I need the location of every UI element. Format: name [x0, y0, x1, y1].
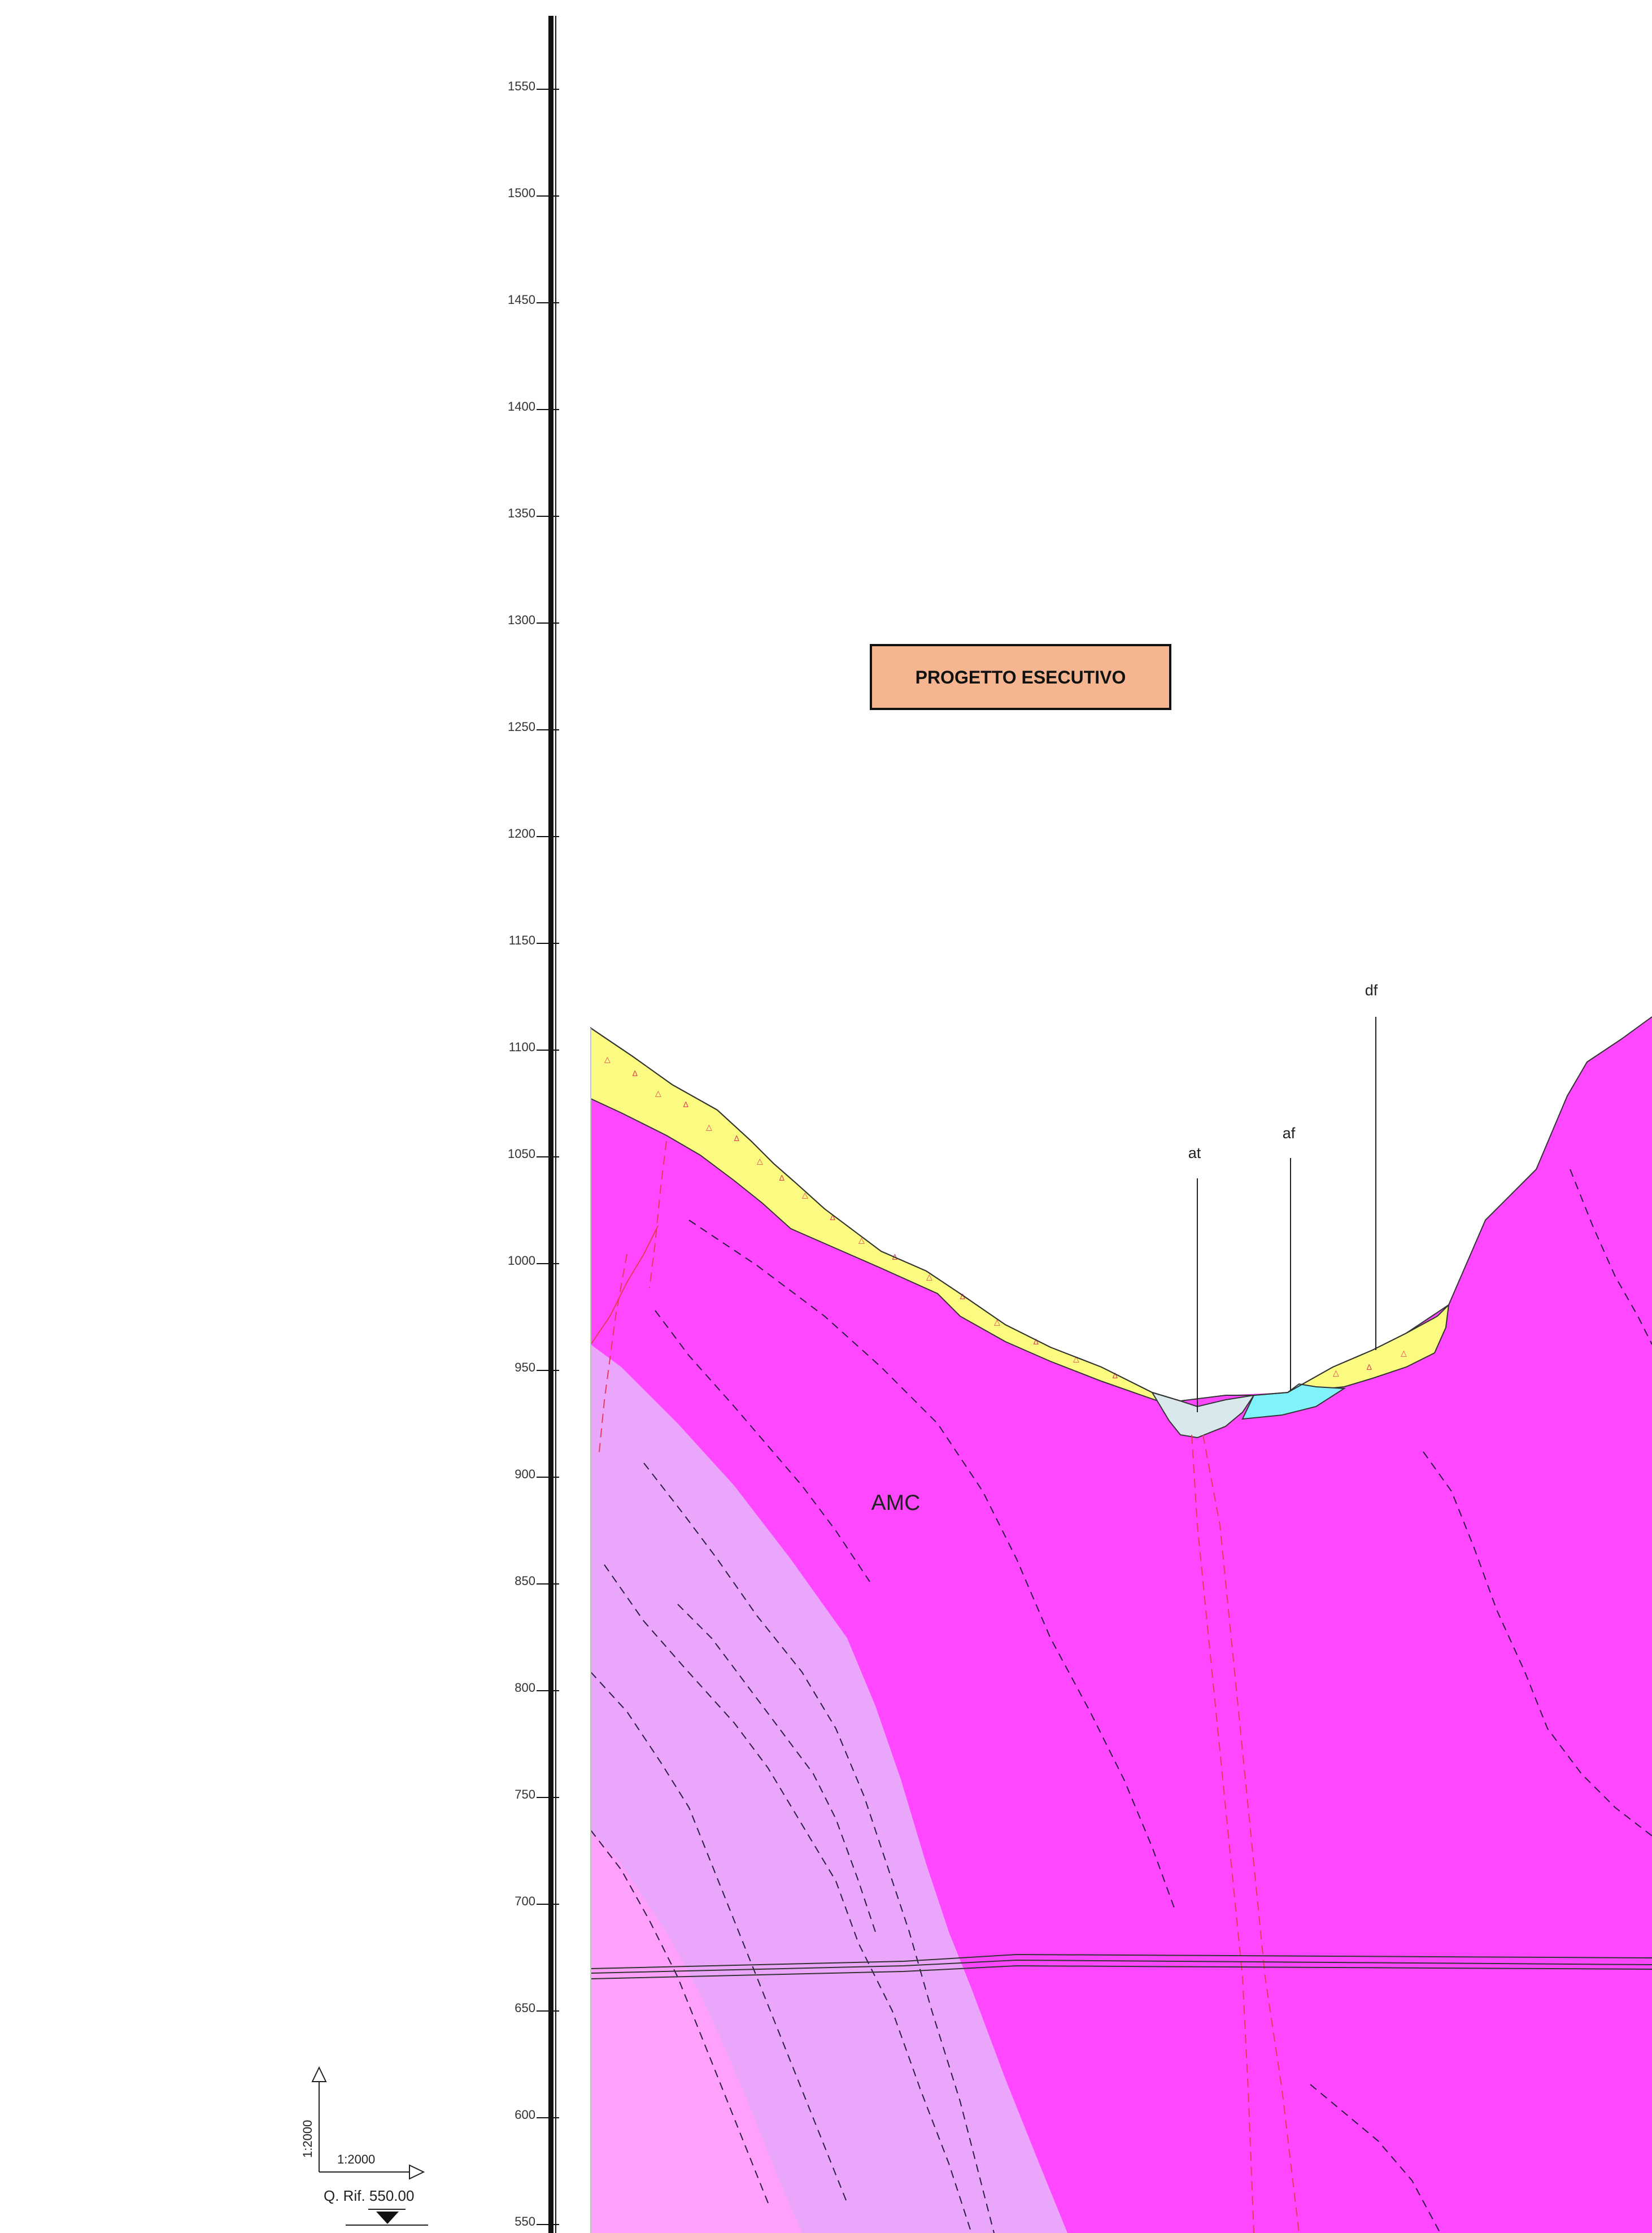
- svg-text:△: △: [802, 1190, 808, 1199]
- scale-vertical-label: 1:2000: [300, 2120, 315, 2158]
- pink-unit: [591, 1830, 802, 2233]
- svg-text:△: △: [1073, 1354, 1079, 1363]
- scale-block: 1:2000 1:2000 Q. Rif. 550.00: [300, 2066, 428, 2226]
- debris-markers: △∆△ ∆△∆ △∆△ ∆△∆ △∆△ ∆△∆ △∆△: [604, 1055, 1407, 1380]
- fault-lines: [598, 1141, 1300, 2233]
- alluvium-cyan: [1241, 1383, 1346, 1420]
- callout-at: at: [1188, 1144, 1201, 1161]
- axis-tick-label: 1200: [508, 826, 535, 841]
- axis-tick-label: 650: [515, 2001, 535, 2015]
- geology-fills: [590, 1017, 1652, 2233]
- svg-text:△: △: [757, 1156, 763, 1165]
- fault-3: [1191, 1434, 1254, 2233]
- svg-text:∆: ∆: [734, 1134, 739, 1143]
- axis-tick-label: 700: [515, 1894, 535, 1908]
- axis-tick-label: 1500: [508, 186, 535, 200]
- svg-text:△: △: [926, 1272, 932, 1281]
- contact-8: [1423, 1451, 1652, 1836]
- fault-1: [649, 1141, 667, 1289]
- svg-text:∆: ∆: [1367, 1363, 1372, 1372]
- contact-2: [655, 1310, 870, 1582]
- axis-tick-label: 1000: [508, 1253, 535, 1268]
- svg-text:△: △: [858, 1235, 865, 1244]
- svg-text:△: △: [1333, 1368, 1339, 1377]
- fault-2: [598, 1253, 627, 1458]
- fault-4: [1202, 1434, 1300, 2233]
- contact-3: [643, 1462, 995, 2233]
- svg-text:∆: ∆: [960, 1292, 965, 1301]
- reference-level-label: Q. Rif. 550.00: [324, 2187, 414, 2204]
- axis-tick-label: 950: [515, 1360, 535, 1374]
- lilac-unit: [591, 1344, 1067, 2233]
- axis-tick-label: 800: [515, 1681, 535, 1695]
- svg-text:△: △: [994, 1317, 1000, 1326]
- tunnel-line-lower: [590, 1965, 1652, 1979]
- axis-tick-label: 550: [515, 2214, 535, 2228]
- callout-df: df: [1365, 982, 1378, 999]
- axis-tick-label: 1150: [509, 933, 535, 947]
- callouts: [1197, 1017, 1376, 1412]
- svg-text:△: △: [604, 1055, 611, 1064]
- svg-text:△: △: [706, 1122, 712, 1131]
- axis-tick-label: 1100: [509, 1040, 535, 1054]
- tunnel-lines: [590, 1953, 1652, 1979]
- svg-text:∆: ∆: [830, 1213, 835, 1222]
- axis-ticks: [537, 89, 559, 2225]
- axis-tick-label: 1550: [508, 79, 535, 93]
- svg-text:∆: ∆: [1034, 1337, 1039, 1346]
- stamp-box: [870, 644, 1171, 710]
- unit-label-amc: AMC: [871, 1491, 921, 1515]
- contact-6: [590, 1830, 769, 2204]
- svg-text:∆: ∆: [1113, 1371, 1118, 1380]
- reference-triangle-icon: [376, 2212, 399, 2224]
- contact-lines: [590, 1169, 1652, 2233]
- axis-tick-label: 1400: [508, 399, 535, 413]
- axis-tick-label: 850: [515, 1574, 535, 1588]
- contact-1: [688, 1220, 1175, 1910]
- scale-horizontal-arrow: [409, 2164, 425, 2180]
- axis-tick-label: 1300: [508, 613, 535, 627]
- contact-5: [590, 1672, 848, 2204]
- svg-text:∆: ∆: [683, 1100, 688, 1109]
- svg-text:△: △: [655, 1089, 661, 1098]
- contact-7: [677, 1604, 876, 1932]
- scale-vertical-arrow: [311, 2066, 327, 2082]
- axis-tick-label: 1450: [508, 293, 535, 307]
- axis-tick-label: 1050: [508, 1147, 535, 1161]
- axis-bar: [548, 16, 553, 2233]
- ground-surface: [590, 1016, 1652, 1402]
- alluvium-grey: [1150, 1391, 1256, 1439]
- svg-text:∆: ∆: [633, 1069, 638, 1078]
- scale-horizontal-label: 1:2000: [337, 2152, 375, 2166]
- elevation-axis: 1550 1500 1450 1400 1350 1300 1250 1200 1150 1100…: [508, 16, 559, 2233]
- contact-4: [604, 1564, 972, 2233]
- axis-tick-label: 1350: [508, 506, 535, 520]
- axis-tick-label: 750: [515, 1787, 535, 1801]
- contact-10: [1310, 2084, 1441, 2233]
- tunnel-line-upper: [590, 1953, 1652, 1969]
- svg-text:∆: ∆: [779, 1173, 784, 1182]
- fault-solid: [590, 1225, 659, 1345]
- project-stamp: PROGETTO ESECUTIVO: [870, 644, 1171, 710]
- tunnel-line-mid: [590, 1959, 1652, 1974]
- axis-tick-label: 900: [515, 1467, 535, 1481]
- callout-af: af: [1283, 1125, 1296, 1142]
- svg-text:△: △: [1401, 1348, 1407, 1357]
- stamp-label: PROGETTO ESECUTIVO: [916, 667, 1126, 687]
- axis-tick-label: 600: [515, 2108, 535, 2122]
- axis-labels: 1550 1500 1450 1400 1350 1300 1250 1200 1150 1100…: [508, 79, 535, 2228]
- axis-tick-label: 1250: [508, 720, 535, 734]
